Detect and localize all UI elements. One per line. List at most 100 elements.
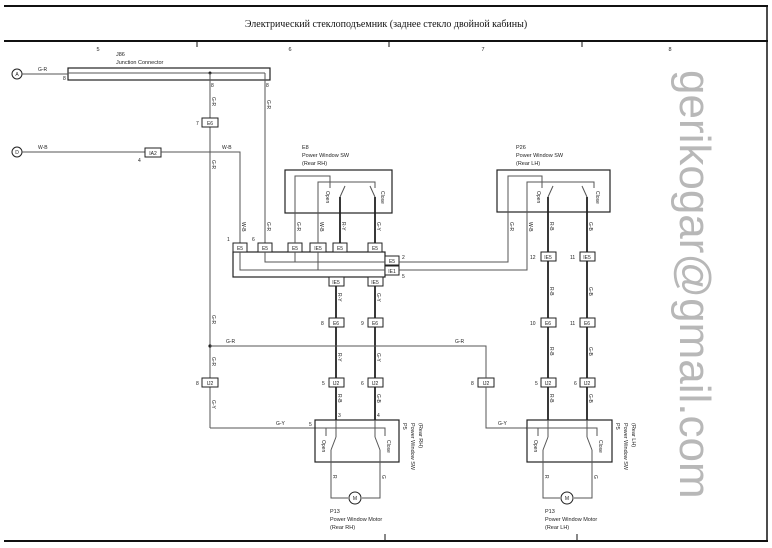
label: (Rear RH) [417,423,423,448]
junction-block [232,251,386,278]
label: A [15,72,19,78]
wire-label: G-Y [210,400,216,410]
e5-connectors: E5 E5 E5 IE5 E5 E5 E5 IE1 IE5 IE5 [232,242,400,287]
label: P13 [330,509,340,515]
label: R-B [548,222,554,231]
watermark: gerikogar@gmail.com [670,70,719,499]
label: G-R [265,222,271,232]
label: G-B [587,287,593,297]
label: W-B [240,222,246,232]
label: E8 [302,145,309,151]
label: 6 [574,381,577,387]
label: IJ2 [372,381,379,387]
label: Close [379,191,385,204]
label: IJ2 [584,381,591,387]
terminal-d: D [11,146,23,158]
label: G-B [587,394,593,404]
wire-label: G-R [210,315,216,325]
label: R [331,475,337,479]
label: Power Window SW [302,153,350,159]
label: W-B [318,222,324,232]
e6-ij2-connectors: E6 E6 IJ2 IJ2 IE5 IE5 E6 E6 IJ2 IJ2 IJ2 [328,251,596,388]
label: Open [320,440,326,452]
label: R [543,475,549,479]
label: G [380,475,386,479]
label: R-B [548,394,554,403]
label: 5 [309,422,312,428]
label: Power Window Motor [545,517,597,523]
label: R-B [548,287,554,296]
label: W-B [222,145,232,151]
label: P26 [516,145,526,151]
wire-label: G-R [210,97,216,107]
label: E6 [372,321,378,327]
label: Junction Connector [116,60,164,66]
label: 11 [570,255,575,261]
label: E5 [372,246,378,252]
label: 5 [402,274,405,280]
label: 5 [535,381,538,387]
label: 6 [361,381,364,387]
label: R-Y [336,293,342,302]
label: IJ2 [207,381,214,387]
wire-label: G-R [210,160,216,170]
label: E5 [237,246,243,252]
label: G-R [226,339,236,345]
column-label: 8 [668,47,671,53]
label: IE5 [371,280,379,286]
label: 2 [402,255,405,261]
label: 11 [570,321,575,327]
label: Power Window SW [409,423,415,471]
power-window-switch-p5-rh: P5 Power Window SW (Rear RH) Open Close [314,419,423,471]
label: E5 [292,246,298,252]
label: Power Window SW [516,153,564,159]
column-label: 7 [481,47,484,53]
label: 6 [252,237,255,243]
label: E6 [545,321,551,327]
label: Open [532,440,538,452]
label: (Rear LH) [545,525,569,531]
label: Close [597,440,603,453]
label: 5 [322,381,325,387]
power-window-motor-p13-lh: M P13 Power Window Motor (Rear LH) R G [542,462,598,531]
label: P5 [614,423,620,430]
label: G-R [265,100,271,110]
label: 8 [266,83,269,89]
label: R-B [336,394,342,403]
power-window-switch-p26: P26 Power Window SW (Rear LH) Open Close [496,145,611,213]
label: Open [535,191,541,203]
label: Close [594,191,600,204]
label: E5 [337,246,343,252]
label: 8 [471,381,474,387]
label: Close [385,440,391,453]
label: IA2 [149,151,157,157]
label: IE5 [314,246,322,252]
power-window-switch-e8: E8 Power Window SW (Rear RH) Open Close [284,145,393,214]
label: IJ2 [333,381,340,387]
label: D [15,150,19,156]
label: Power Window SW [622,423,628,471]
diagram-title: Электрический стеклоподъемник (заднее ст… [245,19,527,30]
label: Power Window Motor [330,517,382,523]
label: G-R [295,222,301,232]
label: G [592,475,598,479]
label: M [565,496,569,502]
label: 8 [196,381,199,387]
label: IE1 [388,269,396,275]
label: (Rear LH) [630,423,636,447]
label: 7 [196,121,199,127]
terminal-a: A [11,68,23,80]
connector-ij2 [201,377,219,388]
label: 12 [530,255,536,261]
label: E6 [333,321,339,327]
label: P13 [545,509,555,515]
label: 9 [361,321,364,327]
label: Open [324,191,330,203]
label: 4 [377,413,380,419]
label: G-Y [375,293,381,303]
label: (Rear LH) [516,161,540,167]
label: R-Y [336,353,342,362]
label: W-B [38,145,48,151]
label: 10 [530,321,536,327]
